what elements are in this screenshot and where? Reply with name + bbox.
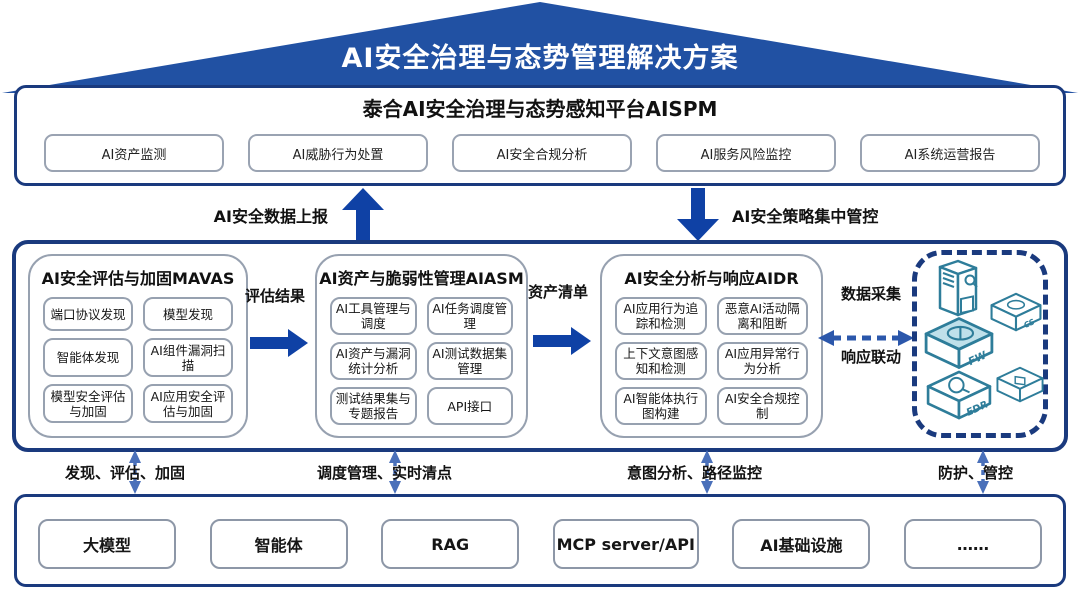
roof-shape — [2, 2, 1078, 93]
right-arrow-icon — [250, 329, 308, 357]
asset-layer-panel — [14, 494, 1066, 587]
edr-device-icon: EDR — [926, 370, 992, 420]
asset-item: 大模型 — [38, 519, 176, 569]
device-icon — [996, 366, 1044, 403]
capability-item: AI工具管理与调度 — [330, 297, 417, 335]
response-linkage-label: 响应联动 — [841, 348, 902, 366]
capability-item: AI应用安全评估与加固 — [143, 384, 233, 423]
capability-item: AI智能体执行图构建 — [615, 387, 707, 425]
vertical-double-arrow-icon — [701, 450, 713, 494]
server-icon — [938, 259, 978, 317]
eval-result-label: 评估结果 — [245, 287, 306, 305]
right-arrow-icon — [533, 327, 591, 355]
asset-item: 智能体 — [209, 519, 348, 569]
diagram-title: AI安全治理与态势管理解决方案 — [341, 43, 739, 74]
vertical-double-arrow-icon — [977, 450, 989, 494]
platform-capability: AI系统运营报告 — [860, 134, 1040, 172]
capability-item: 恶意AI活动隔离和阻断 — [716, 297, 808, 335]
section-title: AI安全分析与响应AIDR — [624, 269, 799, 288]
section-title: AI安全评估与加固MAVAS — [41, 269, 235, 288]
capability-item: 上下文意图感知和检测 — [615, 342, 707, 380]
vertical-double-arrow-icon — [129, 450, 141, 494]
capability-item: AI应用异常行为分析 — [716, 342, 808, 380]
section-grid: AI应用行为追踪和检测 恶意AI活动隔离和阻断 上下文意图感知和检测 AI应用异… — [602, 289, 821, 438]
capability-item: AI任务调度管理 — [426, 297, 513, 335]
connection-label-intent: 意图分析、路径监控 — [627, 464, 763, 482]
asset-list-label: 资产清单 — [528, 283, 589, 301]
section-title: AI资产与脆弱性管理AIASM — [319, 269, 524, 288]
capability-item: 智能体发现 — [43, 338, 133, 377]
up-arrow-icon — [342, 188, 384, 241]
vertical-double-arrow-icon — [389, 450, 401, 494]
platform-title: 泰合AI安全治理与态势感知平台AISPM — [362, 97, 718, 121]
firewall-device-icon: FW — [924, 317, 994, 369]
svg-text:CS: CS — [1022, 317, 1036, 330]
policy-control-label: AI安全策略集中管控 — [732, 207, 879, 226]
platform-capability: AI服务风险监控 — [656, 134, 836, 172]
asset-item: MCP server/API — [552, 519, 699, 569]
asset-item: RAG — [381, 519, 520, 569]
capability-item: AI应用行为追踪和检测 — [615, 297, 707, 335]
platform-capability: AI威胁行为处置 — [248, 134, 428, 172]
capability-item: 模型安全评估与加固 — [43, 384, 133, 423]
capability-item: API接口 — [426, 387, 513, 425]
capability-item: AI组件漏洞扫描 — [143, 338, 233, 377]
cs-device-icon: CS — [990, 292, 1042, 332]
section-grid: AI工具管理与调度 AI任务调度管理 AI资产与漏洞统计分析 AI测试数据集管理… — [317, 289, 526, 438]
section-mavas: AI安全评估与加固MAVAS 端口协议发现 模型发现 智能体发现 AI组件漏洞扫… — [28, 254, 248, 438]
asset-item: …… — [903, 519, 1042, 569]
connection-label-protect: 防护、管控 — [938, 464, 1014, 482]
section-aiasm: AI资产与脆弱性管理AIASM AI工具管理与调度 AI任务调度管理 AI资产与… — [315, 254, 528, 438]
section-grid: 端口协议发现 模型发现 智能体发现 AI组件漏洞扫描 模型安全评估与加固 AI应… — [30, 289, 246, 436]
data-report-label: AI安全数据上报 — [213, 207, 328, 226]
platform-capability: AI安全合规分析 — [452, 134, 632, 172]
dashed-double-arrow-icon — [818, 330, 914, 346]
capability-item: AI安全合规控制 — [716, 387, 808, 425]
platform-capability-row: AI资产监测 AI威胁行为处置 AI安全合规分析 AI服务风险监控 AI系统运营… — [44, 134, 1040, 172]
capability-item: 端口协议发现 — [43, 297, 133, 331]
capability-item: AI测试数据集管理 — [426, 342, 513, 380]
down-arrow-icon — [677, 188, 719, 241]
connection-label-discover: 发现、评估、加固 — [65, 464, 186, 482]
capability-item: AI资产与漏洞统计分析 — [330, 342, 417, 380]
connection-label-schedule: 调度管理、实时清点 — [317, 464, 453, 482]
capability-item: 模型发现 — [143, 297, 233, 331]
data-collect-label: 数据采集 — [841, 285, 902, 303]
capability-item: 测试结果集与专题报告 — [330, 387, 417, 425]
asset-item: AI基础设施 — [732, 519, 871, 569]
asset-layer-row: 大模型 智能体 RAG MCP server/API AI基础设施 …… — [38, 519, 1042, 569]
platform-capability: AI资产监测 — [44, 134, 224, 172]
section-aidr: AI安全分析与响应AIDR AI应用行为追踪和检测 恶意AI活动隔离和阻断 上下… — [600, 254, 823, 438]
